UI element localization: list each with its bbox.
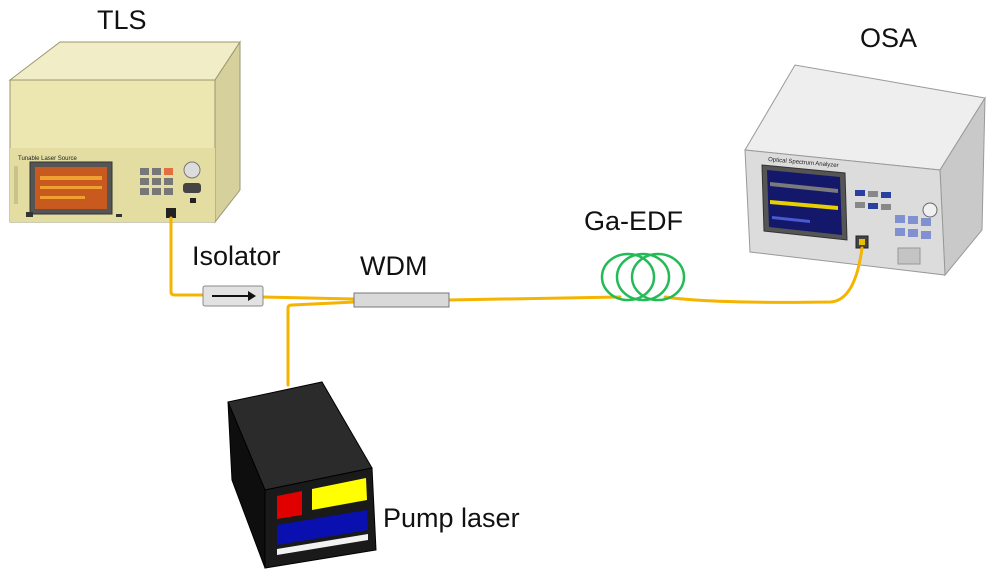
tls-front-label: Tunable Laser Source: [18, 156, 77, 162]
osa-instrument: Optical Spectrum Analyzer: [744, 64, 986, 277]
fiber-edf-osa: [663, 246, 864, 304]
pump-laser: [227, 381, 377, 569]
osa-buttons: [855, 190, 931, 265]
edf-coil: [600, 252, 686, 302]
fiber-wdm-edf: [446, 295, 622, 302]
tls-vent: [14, 166, 18, 204]
tls-label: TLS: [97, 5, 147, 35]
fiber-tls-isolator: [169, 216, 207, 297]
fiber-pump-wdm: [286, 300, 357, 387]
wdm-label: WDM: [360, 251, 428, 281]
osa-label: OSA: [860, 23, 918, 53]
tls-instrument: Tunable Laser Source: [8, 40, 241, 224]
fiber-isolator-wdm: [260, 295, 357, 301]
pump-yellow-panel: [312, 478, 367, 510]
tls-output-port: [166, 208, 176, 218]
osa-knob: [922, 202, 938, 218]
isolator: [202, 285, 264, 307]
pump-blue-panel: [277, 510, 368, 545]
pump-red-panel: [277, 491, 302, 519]
pump-laser-label: Pump laser: [383, 503, 520, 533]
tls-switch: [183, 183, 201, 193]
pump-white-strip: [277, 534, 368, 555]
ga-edf-label: Ga-EDF: [584, 206, 684, 236]
isolator-label: Isolator: [192, 241, 281, 271]
tls-knob: [183, 161, 201, 179]
tls-keypad: [140, 168, 173, 195]
fiber-links: [169, 216, 864, 387]
wdm-coupler: [353, 292, 450, 308]
